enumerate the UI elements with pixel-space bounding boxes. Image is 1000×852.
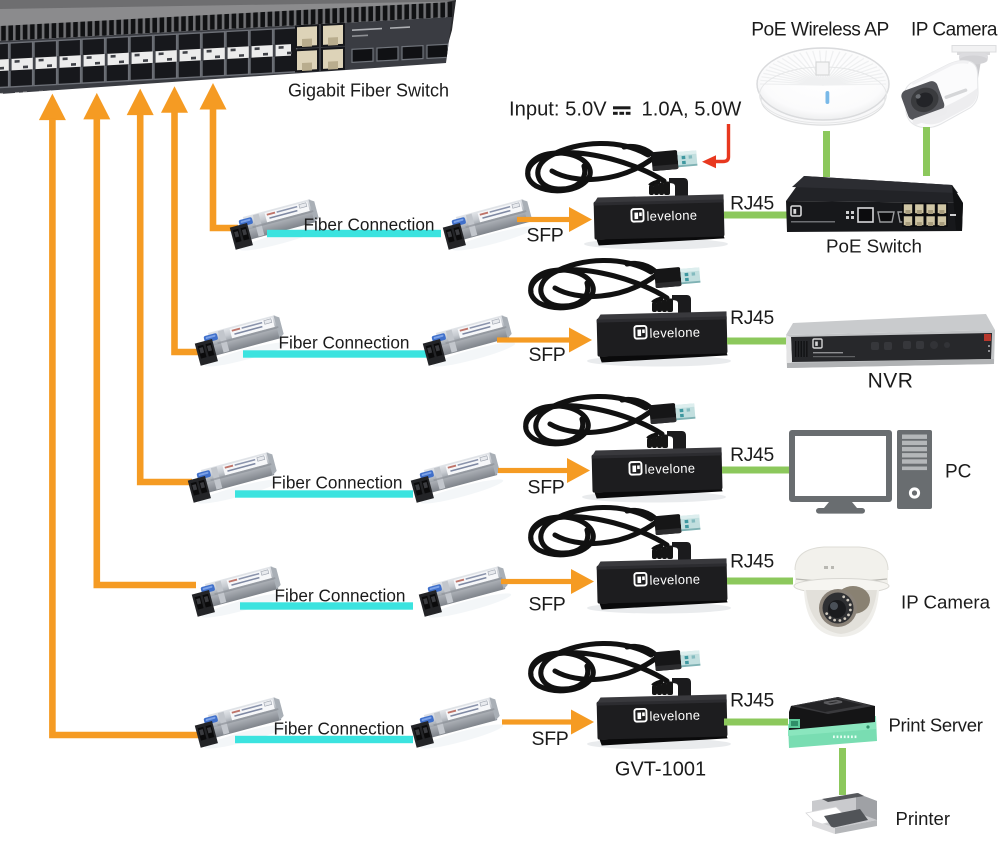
svg-text:PoE Switch: PoE Switch (826, 236, 922, 257)
svg-text:Input: 5.0V: Input: 5.0V (509, 99, 607, 121)
svg-text:Fiber Connection: Fiber Connection (275, 586, 406, 606)
svg-text:RJ45: RJ45 (730, 691, 774, 712)
svg-text:Print Server: Print Server (889, 715, 983, 736)
svg-text:Fiber Connection: Fiber Connection (272, 473, 403, 493)
svg-text:IP Camera: IP Camera (911, 20, 998, 41)
svg-text:NVR: NVR (868, 370, 914, 393)
svg-text:SFP: SFP (528, 344, 565, 366)
svg-text:1.0A, 5.0W: 1.0A, 5.0W (642, 99, 742, 121)
svg-text:RJ45: RJ45 (730, 552, 774, 573)
svg-text:Fiber Connection: Fiber Connection (274, 719, 405, 739)
svg-text:RJ45: RJ45 (730, 445, 774, 466)
svg-text:SFP: SFP (527, 477, 564, 499)
svg-text:RJ45: RJ45 (730, 194, 774, 215)
svg-text:Printer: Printer (896, 808, 951, 829)
svg-text:Gigabit Fiber Switch: Gigabit Fiber Switch (288, 81, 449, 101)
svg-text:SFP: SFP (531, 728, 568, 750)
svg-text:IP Camera: IP Camera (901, 592, 991, 613)
svg-text:SFP: SFP (528, 594, 565, 616)
svg-text:GVT-1001: GVT-1001 (615, 759, 706, 781)
svg-text:SFP: SFP (526, 225, 563, 247)
svg-text:RJ45: RJ45 (730, 308, 774, 329)
svg-text:PoE Wireless AP: PoE Wireless AP (751, 20, 889, 41)
svg-text:Fiber Connection: Fiber Connection (279, 333, 410, 353)
svg-text:PC: PC (945, 462, 971, 483)
svg-text:Fiber Connection: Fiber Connection (304, 215, 435, 235)
